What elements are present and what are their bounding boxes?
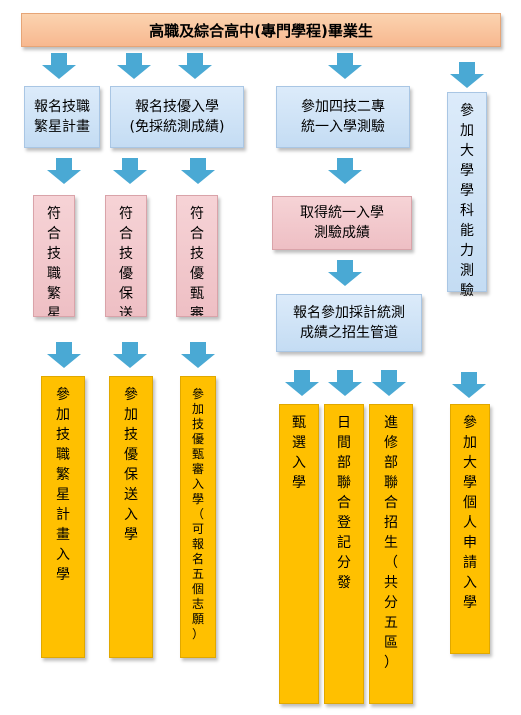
arrow-down-icon xyxy=(47,158,81,184)
box-star-program-eligible: 符 合 技 職 繁 星 計 畫 資 格 xyxy=(33,195,75,317)
box-skills-screening-eligible: 符 合 技 優 甄 審 入 學 報 名 xyxy=(176,195,218,317)
box-label: 符 合 技 職 繁 星 計 畫 資 格 xyxy=(47,206,61,317)
box-label: 參 加 技 優 甄 審 入 學 （ 可 報 名 五 個 志 願 ） xyxy=(191,387,204,641)
arrow-down-icon xyxy=(328,260,362,286)
box-label: 參 加 技 優 保 送 入 學 xyxy=(124,387,138,543)
box-evening-joint-enrollment: 進 修 部 聯 合 招 生 （ 共 分 五 區 ） xyxy=(369,404,413,704)
box-label: 符 合 技 優 保 送 入 學 報 名 xyxy=(119,206,133,317)
arrow-down-icon xyxy=(328,53,362,79)
arrow-down-icon xyxy=(372,370,406,396)
box-obtain-exam-scores: 取得統一入學 測驗成績 xyxy=(272,196,412,250)
box-apply-star-program: 報名技職 繁星計畫 xyxy=(24,86,100,148)
arrow-down-icon xyxy=(113,342,147,368)
box-selection-admission: 甄 選 入 學 xyxy=(279,404,319,704)
box-label: 參 加 大 學 個 人 申 請 入 學 xyxy=(463,415,477,611)
title-text: 高職及綜合高中(專門學程)畢業生 xyxy=(149,21,373,40)
box-label: 取得統一入學 測驗成績 xyxy=(300,205,384,241)
arrow-down-icon xyxy=(178,53,212,79)
box-label: 參 加 技 職 繁 星 計 畫 入 學 xyxy=(56,387,70,583)
arrow-down-icon xyxy=(113,158,147,184)
box-apply-score-channels: 報名參加採計統測 成績之招生管道 xyxy=(276,294,422,352)
box-join-star-program: 參 加 技 職 繁 星 計 畫 入 學 xyxy=(41,376,85,658)
box-join-skills-screening: 參 加 技 優 甄 審 入 學 （ 可 報 名 五 個 志 願 ） xyxy=(180,376,216,658)
box-label: 參 加 大 學 學 科 能 力 測 驗 xyxy=(460,103,474,299)
arrow-down-icon xyxy=(181,342,215,368)
box-apply-skills-admission: 報名技優入學 (免採統測成績) xyxy=(110,86,244,148)
arrow-down-icon xyxy=(285,370,319,396)
arrow-down-icon xyxy=(47,342,81,368)
box-label: 甄 選 入 學 xyxy=(292,415,306,491)
box-personal-application: 參 加 大 學 個 人 申 請 入 學 xyxy=(450,404,490,654)
box-label: 符 合 技 優 甄 審 入 學 報 名 xyxy=(190,206,204,317)
arrow-down-icon xyxy=(452,372,486,398)
arrow-down-icon xyxy=(450,62,484,88)
box-label: 參加四技二專 統一入學測驗 xyxy=(301,99,385,135)
arrow-down-icon xyxy=(117,53,151,79)
arrow-down-icon xyxy=(42,53,76,79)
diagram-title: 高職及綜合高中(專門學程)畢業生 xyxy=(21,13,501,47)
box-label: 日 間 部 聯 合 登 記 分 發 xyxy=(337,415,351,591)
arrow-down-icon xyxy=(181,158,215,184)
box-label: 進 修 部 聯 合 招 生 （ 共 分 五 區 ） xyxy=(384,415,398,671)
box-skills-recommend-eligible: 符 合 技 優 保 送 入 學 報 名 xyxy=(105,195,147,317)
box-label: 報名參加採計統測 成績之招生管道 xyxy=(293,305,405,341)
box-label: 報名技職 繁星計畫 xyxy=(34,99,90,135)
box-day-joint-distribution: 日 間 部 聯 合 登 記 分 發 xyxy=(324,404,364,704)
arrow-down-icon xyxy=(328,158,362,184)
box-join-skills-recommend: 參 加 技 優 保 送 入 學 xyxy=(109,376,153,658)
box-gsat-exam: 參 加 大 學 學 科 能 力 測 驗 xyxy=(447,92,487,299)
arrow-down-icon xyxy=(328,370,362,396)
box-label: 報名技優入學 (免採統測成績) xyxy=(129,99,225,135)
box-unified-entrance-exam: 參加四技二專 統一入學測驗 xyxy=(276,86,410,148)
